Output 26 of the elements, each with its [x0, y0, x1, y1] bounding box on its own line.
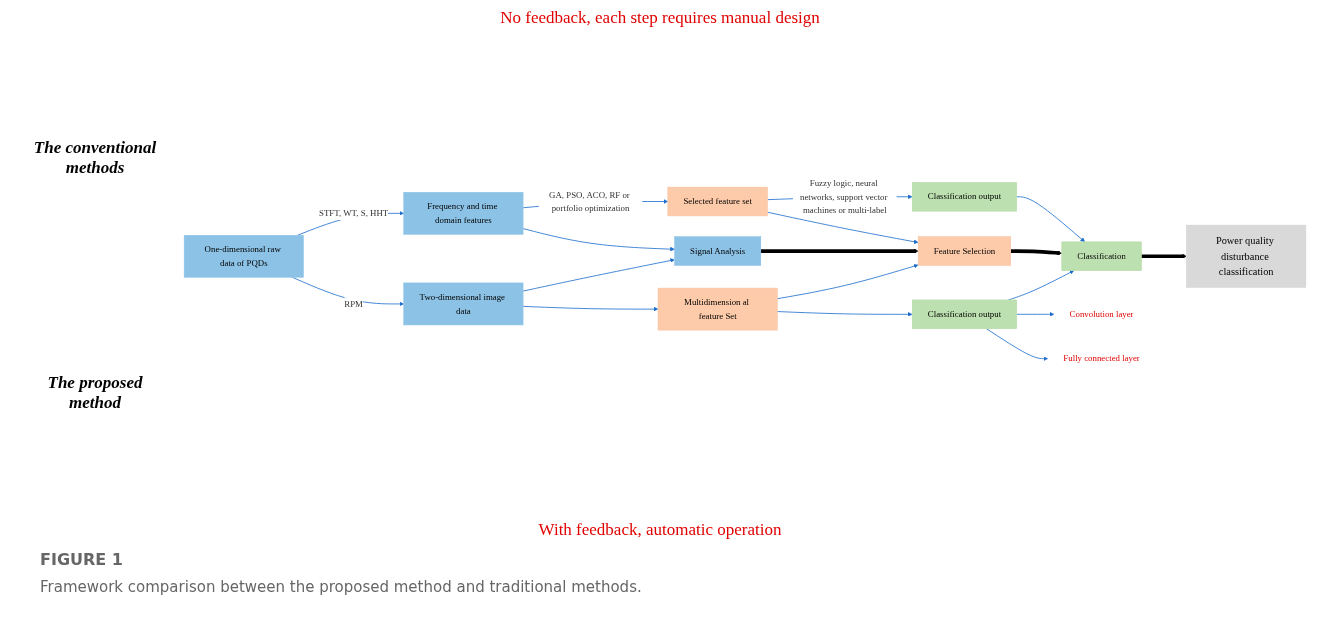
node-box: Signal Analysis [674, 236, 762, 266]
edge-label: STFT, WT, S, HHT [319, 208, 389, 219]
node-text: Fully connected layer [1063, 353, 1140, 364]
annotation-text: No feedback, each step requires manual design [499, 8, 821, 28]
node-box: Multidimension al feature Set [657, 287, 778, 331]
node-text: Convolution layer [1069, 309, 1134, 320]
node-box: Two-dimensional image data [403, 282, 524, 326]
node-box: One-dimensional raw data of PQDs [183, 235, 304, 278]
arrow [1010, 249, 1062, 256]
node-box: Frequency and time domain features [403, 192, 524, 235]
row-label: The conventional methods [32, 137, 158, 178]
node-box: Selected feature set [667, 186, 768, 217]
figure-caption: Framework comparison between the proposed method and traditional methods. [40, 578, 642, 596]
node-box: Classification [1061, 241, 1142, 271]
node-box: Classification output [912, 299, 1017, 329]
annotation-text: With feedback, automatic operation [537, 520, 783, 540]
node-box: Feature Selection [917, 236, 1012, 266]
edge-label: Fuzzy logic, neural networks, support vector machines or multi-label [799, 178, 888, 215]
edge-label: RPM [344, 298, 363, 309]
edge-label: GA, PSO, ACO, RF or portfolio optimization [549, 189, 630, 213]
arrow [760, 248, 919, 254]
arrow [1141, 253, 1187, 259]
node-box: Power quality disturbance classification [1186, 224, 1307, 288]
figure-title: FIGURE 1 [40, 550, 123, 569]
node-box: Classification output [912, 182, 1017, 212]
row-label: The proposed method [46, 372, 144, 413]
